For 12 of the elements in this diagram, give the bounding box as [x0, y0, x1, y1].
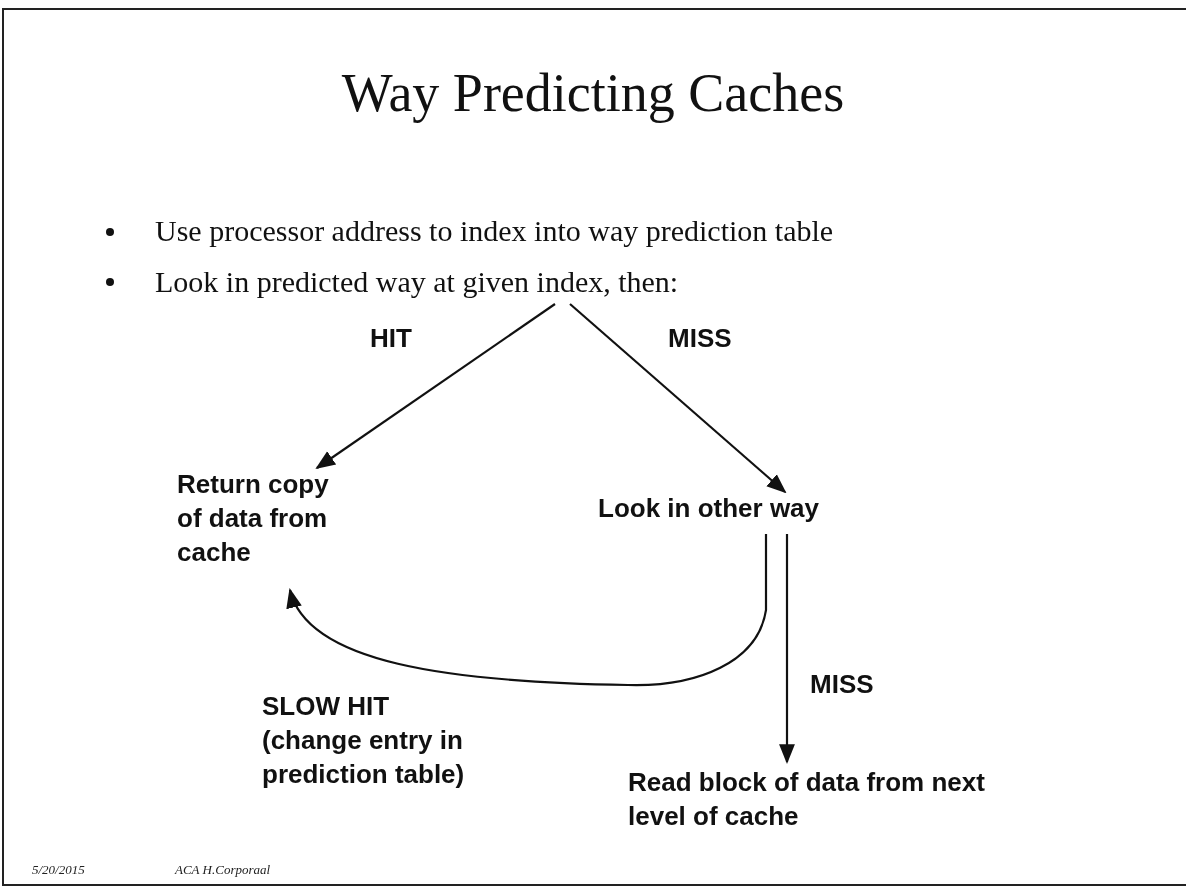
slide-title: Way Predicting Caches [340, 62, 846, 124]
arrow [288, 534, 768, 687]
footer-author: ACA H.Corporaal [175, 862, 271, 878]
step-text: Return copy of data from cache [177, 468, 347, 608]
footer-date: 5/20/2015 [32, 862, 85, 878]
bullet-text: Look in predicted way at given index, then: [155, 262, 685, 304]
bullet-text: Use processor address to index into way prediction table [155, 214, 834, 248]
step-text: Read block of data from next level of cache [628, 766, 1008, 842]
arrow [569, 303, 787, 494]
arrow [779, 534, 795, 764]
arrow [315, 303, 556, 470]
step-text: Look in other way [598, 492, 838, 532]
